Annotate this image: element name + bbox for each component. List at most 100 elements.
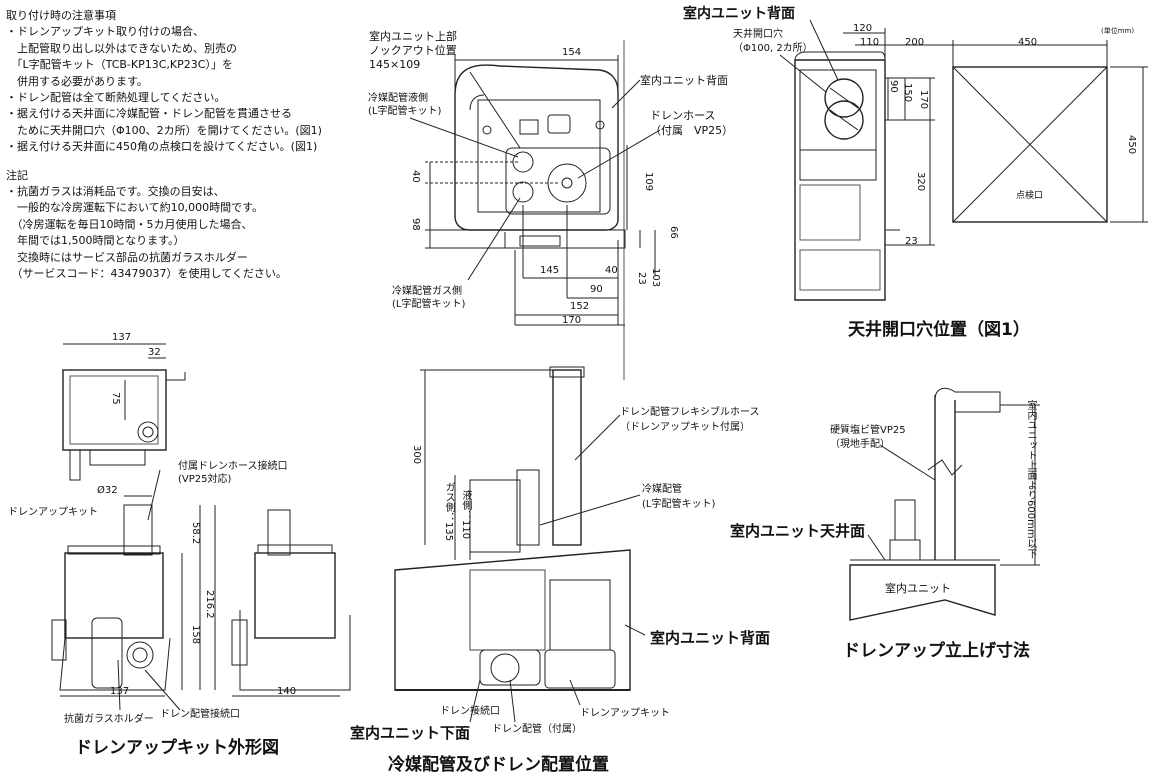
note-line: 併用する必要があります。 xyxy=(6,74,148,88)
flex-label-line: ドレン配管フレキシブルホース xyxy=(620,407,760,418)
dim-75: 75 xyxy=(110,392,121,405)
hose-label-line: ドレンホース xyxy=(650,109,716,122)
hose-connection-label: 付属ドレンホース接続口 (VP25対応) xyxy=(178,460,288,486)
gas-label-line: (L字配管キット) xyxy=(392,299,466,310)
liquid-pipe-label: 冷媒配管液側 (L字配管キット) xyxy=(368,92,441,118)
kit-title: ドレンアップキット外形図 xyxy=(75,738,279,758)
gas-label-line: 冷媒配管ガス側 xyxy=(392,286,462,297)
note-line: ・ドレンアップキット取り付けの場合、 xyxy=(6,25,204,39)
dim-23-ceiling: 23 xyxy=(905,236,918,247)
dim-40b: 40 xyxy=(605,265,618,276)
dim-137-bottom: 137 xyxy=(110,686,130,697)
dim-90: 90 xyxy=(590,284,603,295)
rise-title: ドレンアップ立上げ寸法 xyxy=(843,641,1030,661)
indoor-unit-label: 室内ユニット xyxy=(885,582,951,595)
dim-103: 103 xyxy=(650,268,661,288)
dim-450-vertical: 450 xyxy=(1126,135,1137,155)
remark-line: ・抗菌ガラスは消耗品です。交換の目安は、 xyxy=(6,185,225,199)
note-line: ・据え付ける天井面に冷媒配管・ドレン配管を貫通させる xyxy=(6,107,292,121)
drain-pipe-label: ドレン配管（付属） xyxy=(492,724,582,735)
note-line: ために天井開口穴（Φ100、2カ所）を開けてください。(図1) xyxy=(6,123,322,137)
ref-label-line: 冷媒配管 xyxy=(642,484,682,495)
ref-label-line: (L字配管キット) xyxy=(642,499,716,510)
unit-back-label: 室内ユニット背面 xyxy=(640,74,728,87)
drain-hose-label: ドレンホース （付属 VP25） xyxy=(650,108,733,138)
rise-height-label: 室内ユニット上面より600mm以下 xyxy=(1025,400,1036,559)
dim-98: 98 xyxy=(410,218,421,231)
inspection-port-label: 点検口 xyxy=(1016,191,1044,201)
dim-200: 200 xyxy=(905,37,925,48)
installation-notes: 取り付け時の注意事項 ・ドレンアップキット取り付けの場合、 上配管取り出し以外は… xyxy=(6,8,322,283)
hose-conn-label-line: (VP25対応) xyxy=(178,474,232,485)
dim-216-2: 216.2 xyxy=(204,590,215,619)
dim-120: 120 xyxy=(853,23,873,34)
remark-line: （サービスコード：43479037）を使用してください。 xyxy=(6,267,287,281)
dim-140: 140 xyxy=(277,686,297,697)
dim-145: 145 xyxy=(540,265,560,276)
remark-line: 一般的な冷房運転下において約10,000時間です。 xyxy=(6,201,264,215)
dim-90-ceiling: 90 xyxy=(888,80,899,93)
knockout-label: 室内ユニット上部 ノックアウト位置 145×109 xyxy=(369,30,457,72)
vp25-label: 硬質塩ビ管VP25 （現地手配） xyxy=(830,424,906,452)
dim-450-horizontal: 450 xyxy=(1018,37,1038,48)
dim-gas-side: ガス側：135 xyxy=(443,482,454,542)
remark-line: 年間では1,500時間となります。） xyxy=(6,234,185,248)
dim-170: 170 xyxy=(562,315,582,326)
dim-40: 40 xyxy=(410,170,421,183)
hose-conn-label-line: 付属ドレンホース接続口 xyxy=(178,461,288,472)
remark-heading: 注記 xyxy=(6,168,28,182)
dim-300: 300 xyxy=(411,445,422,465)
ceiling-title: 天井開口穴位置（図1） xyxy=(848,320,1030,340)
note-line: ・据え付ける天井面に450角の点検口を設けてください。(図1) xyxy=(6,140,318,154)
flex-label-line: （ドレンアップキット付属） xyxy=(620,422,750,433)
ceiling-hole-label: 天井開口穴 （Φ100, 2カ所） xyxy=(733,28,813,56)
liquid-label-line: 冷媒配管液側 xyxy=(368,93,428,104)
dim-110: 110 xyxy=(860,37,880,48)
note-line: ・ドレン配管は全て断熱処理してください。 xyxy=(6,91,226,105)
dim-154: 154 xyxy=(562,47,582,58)
dim-phi32: Ø32 xyxy=(97,485,118,496)
drain-connection-label: ドレン配管接続口 xyxy=(160,709,240,720)
dim-158: 158 xyxy=(190,625,201,645)
ceiling-back-label: 室内ユニット背面 xyxy=(683,6,795,22)
drain-kit-drawing xyxy=(51,343,351,711)
dim-152: 152 xyxy=(570,301,590,312)
dim-320: 320 xyxy=(915,172,926,192)
pipe-placement-drawing xyxy=(394,366,646,723)
note-line: 上配管取り出し以外はできないため、別売の xyxy=(6,41,237,55)
dim-137-top: 137 xyxy=(112,332,132,343)
pipe-title: 冷媒配管及びドレン配置位置 xyxy=(388,755,609,775)
rise-drawing xyxy=(849,387,1040,621)
remark-line: （冷房運転を毎日10時間・5カ月使用した場合、 xyxy=(6,217,253,231)
remark-line: 交換時にはサービス部品の抗菌ガラスホルダー xyxy=(6,250,248,264)
drain-connection-port-label: ドレン接続口 xyxy=(440,706,500,717)
refrigerant-pipe-label: 冷媒配管 (L字配管キット) xyxy=(642,482,715,512)
vp-label-line: （現地手配） xyxy=(830,439,890,450)
flex-hose-label: ドレン配管フレキシブルホース （ドレンアップキット付属） xyxy=(620,405,760,435)
unit-note: (単位mm) xyxy=(1101,27,1135,35)
pipe-unit-back-label: 室内ユニット背面 xyxy=(650,629,771,647)
pipe-kit-label: ドレンアップキット xyxy=(580,708,670,719)
notes-heading: 取り付け時の注意事項 xyxy=(6,9,116,22)
hose-label-line: （付属 VP25） xyxy=(650,124,734,137)
liquid-label-line: (L字配管キット) xyxy=(368,106,442,117)
hole-label-line: （Φ100, 2カ所） xyxy=(733,43,813,54)
dim-58-2: 58.2 xyxy=(190,522,201,545)
dim-109: 109 xyxy=(643,172,654,192)
gas-pipe-label: 冷媒配管ガス側 (L字配管キット) xyxy=(392,285,465,311)
top-view-unit xyxy=(409,55,661,326)
dim-32: 32 xyxy=(148,347,161,358)
knockout-label-line: 145×109 xyxy=(369,58,421,71)
dim-170-ceiling: 170 xyxy=(918,90,929,110)
knockout-label-line: 室内ユニット上部 xyxy=(369,30,457,43)
unit-bottom-label: 室内ユニット下面 xyxy=(350,724,471,742)
drain-kit-label: ドレンアップキット xyxy=(8,507,98,518)
dim-66: 66 xyxy=(668,226,679,239)
ceiling-face-label: 室内ユニット天井面 xyxy=(730,522,866,540)
glass-holder-label: 抗菌ガラスホルダー xyxy=(64,714,154,725)
knockout-label-line: ノックアウト位置 xyxy=(369,44,457,57)
dim-150: 150 xyxy=(902,83,913,103)
vp-label-line: 硬質塩ビ管VP25 xyxy=(830,425,906,436)
note-line: 「L字配管キット（TCB-KP13C,KP23C）」を xyxy=(6,58,233,72)
